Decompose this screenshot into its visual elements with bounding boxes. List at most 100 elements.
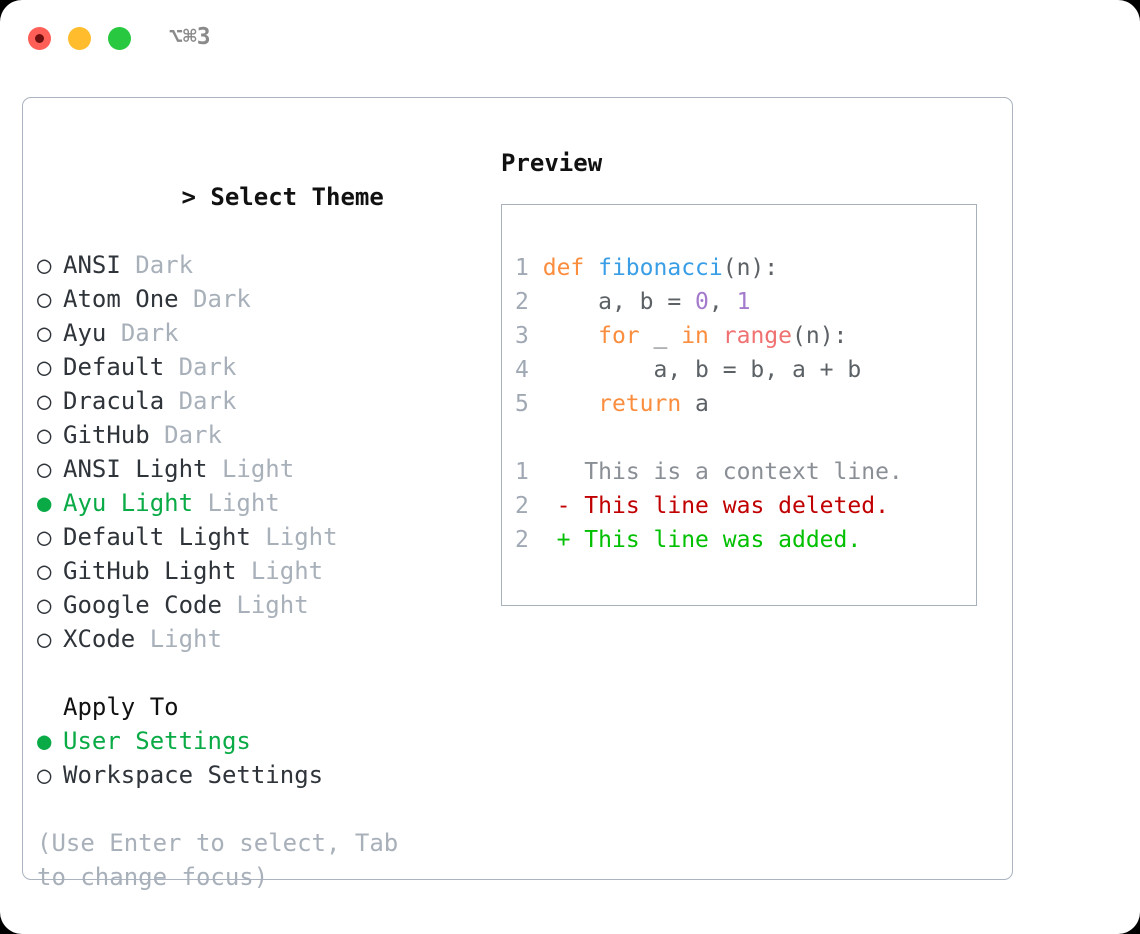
theme-option-variant: Light <box>221 455 295 483</box>
radio-selected-icon: ● <box>37 727 52 755</box>
apply-to-option-label: Workspace Settings <box>63 761 324 789</box>
diff-sign: + <box>556 527 571 553</box>
code-token-plain: a, b = <box>542 289 696 315</box>
theme-option-ansi-light[interactable]: ○ANSI Light Light <box>37 452 497 486</box>
theme-list: ○ANSI Dark○Atom One Dark○Ayu Dark○Defaul… <box>37 248 497 656</box>
diff-text: This line was deleted. <box>584 493 889 519</box>
theme-option-label: XCode <box>63 625 136 653</box>
code-token-number: 0 <box>695 289 709 315</box>
theme-option-label: GitHub Light <box>63 557 237 585</box>
code-token-builtin: range <box>722 323 793 349</box>
radio-unselected-icon: ○ <box>37 353 52 381</box>
theme-option-default[interactable]: ○ Default Dark <box>37 350 497 384</box>
code-token-plain <box>543 391 598 417</box>
theme-option-variant: Light <box>149 625 222 653</box>
code-diff-spacer <box>515 421 970 455</box>
radio-unselected-icon: ○ <box>37 387 52 415</box>
code-line-number: 1 <box>515 255 529 281</box>
diff-sign <box>557 459 571 485</box>
theme-option-label: Default Light <box>63 523 251 551</box>
radio-unselected-icon: ○ <box>37 591 52 619</box>
theme-option-label: Default <box>63 353 165 381</box>
close-button[interactable] <box>28 27 51 50</box>
code-line: 1 def fibonacci(n): <box>515 251 970 285</box>
code-token-plain: (n): <box>722 255 779 281</box>
theme-option-label: GitHub <box>63 421 150 449</box>
preview-column: Preview 1 def fibonacci(n):2 a, b = 0, 1… <box>501 146 1001 606</box>
code-line: 2 a, b = 0, 1 <box>515 285 970 319</box>
code-line-number: 2 <box>515 289 529 315</box>
code-token-keyword: for <box>598 323 640 349</box>
theme-option-atom-one[interactable]: ○Atom One Dark <box>37 282 497 316</box>
section-spacer <box>37 656 497 690</box>
title-bar: ⌥⌘3 <box>0 0 1140 78</box>
theme-option-label: ANSI <box>63 251 121 279</box>
diff-line-added: 2 + This line was added. <box>515 523 970 557</box>
theme-option-label: Google Code <box>63 591 222 619</box>
theme-option-default-light[interactable]: ○Default Light Light <box>37 520 497 554</box>
code-token-plain <box>709 323 723 349</box>
theme-option-variant: Light <box>207 489 280 517</box>
zoom-button[interactable] <box>108 27 131 50</box>
code-line: 3 for _ in range(n): <box>515 319 970 353</box>
theme-option-label: Atom One <box>63 285 179 313</box>
diff-line-deleted: 2 - This line was deleted. <box>515 489 970 523</box>
window-shortcut-label: ⌥⌘3 <box>169 24 211 50</box>
radio-unselected-icon: ○ <box>37 285 52 313</box>
select-theme-header: > Select Theme <box>37 146 497 248</box>
theme-option-dracula[interactable]: ○Dracula Dark <box>37 384 497 418</box>
code-token-plain: a <box>681 391 709 417</box>
diff-text: This line was added. <box>584 527 862 553</box>
theme-option-google-code[interactable]: ○ Google Code Light <box>37 588 497 622</box>
theme-option-ansi[interactable]: ○ANSI Dark <box>37 248 497 282</box>
theme-option-github-light[interactable]: ○ GitHub Light Light <box>37 554 497 588</box>
apply-to-header: Apply To <box>63 693 179 721</box>
theme-option-variant: Dark <box>178 387 237 415</box>
diff-sign: - <box>556 493 571 519</box>
theme-option-variant: Dark <box>164 421 222 449</box>
apply-to-option-workspace-settings[interactable]: ○ Workspace Settings <box>37 758 497 792</box>
code-token-plain: , <box>708 289 737 315</box>
prompt-caret-icon: > <box>181 183 196 211</box>
select-theme-title: Select Theme <box>210 183 384 211</box>
radio-unselected-icon: ○ <box>37 319 52 347</box>
keyboard-hint: (Use Enter to select, Tab to change focu… <box>37 829 399 891</box>
apply-to-option-user-settings[interactable]: ● User Settings <box>37 724 497 758</box>
diff-sample: 1 This is a context line.2 - This line w… <box>515 455 970 557</box>
apply-to-list: ● User Settings ○ Workspace Settings <box>37 724 497 792</box>
theme-option-variant: Light <box>236 591 309 619</box>
code-line-number: 5 <box>515 391 529 417</box>
radio-unselected-icon: ○ <box>37 625 52 653</box>
theme-option-variant: Dark <box>178 353 237 381</box>
code-token-plain <box>543 323 598 349</box>
diff-text: This is a context line. <box>584 459 903 485</box>
theme-option-xcode[interactable]: ○ XCode Light <box>37 622 497 656</box>
theme-option-label: Ayu <box>63 319 107 347</box>
code-line: 5 return a <box>515 387 970 421</box>
code-token-keyword: return <box>598 391 682 417</box>
code-token-function: fibonacci <box>598 255 723 281</box>
diff-line-number: 2 <box>515 527 529 553</box>
radio-unselected-icon: ○ <box>37 557 52 585</box>
code-token-plain: (n): <box>792 323 848 349</box>
minimize-button[interactable] <box>68 27 91 50</box>
code-line-number: 3 <box>515 323 529 349</box>
theme-option-variant: Light <box>250 557 324 585</box>
theme-option-ayu-light[interactable]: ● Ayu Light Light <box>37 486 497 520</box>
code-line-number: 4 <box>515 357 529 383</box>
theme-option-github[interactable]: ○GitHub Dark <box>37 418 497 452</box>
radio-unselected-icon: ○ <box>37 761 52 789</box>
theme-selection-column: > Select Theme ○ANSI Dark○Atom One Dark○… <box>37 146 497 894</box>
code-token-plain: _ <box>639 323 682 349</box>
theme-option-label: Ayu Light <box>63 489 194 517</box>
radio-selected-icon: ● <box>37 489 52 517</box>
code-line: 4 a, b = b, a + b <box>515 353 970 387</box>
theme-option-ayu[interactable]: ○Ayu Dark <box>37 316 497 350</box>
theme-option-variant: Light <box>265 523 338 551</box>
code-token-plain: a, b = b, a + b <box>542 357 862 383</box>
apply-to-option-label: User Settings <box>63 727 251 755</box>
